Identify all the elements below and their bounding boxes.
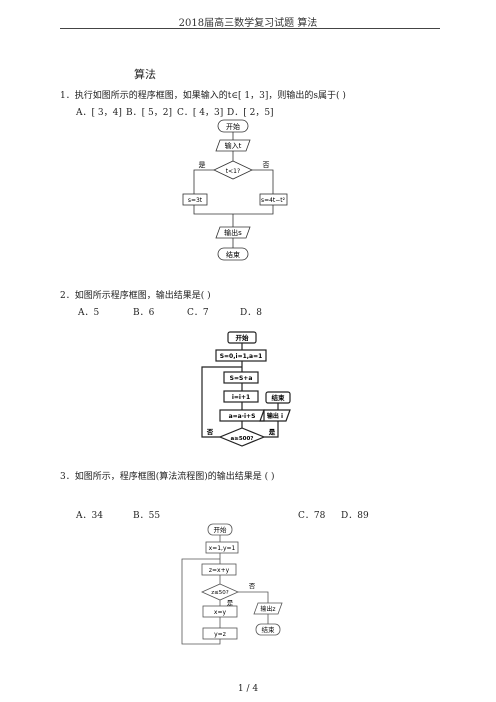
- q1-end-label: 结束: [226, 250, 240, 259]
- q3-end-node: [255, 623, 281, 636]
- q2-s2-node: [223, 390, 259, 403]
- q3-end-label: 结束: [262, 625, 276, 634]
- q1-option-d: D．[ 2，5]: [227, 108, 274, 118]
- q3-s3-label: y=z: [214, 631, 226, 638]
- q1-no-label: 否: [263, 161, 270, 169]
- q1-right-process: [259, 193, 288, 206]
- q3-option-d: D．89: [341, 511, 369, 521]
- q1-output-node: [215, 226, 251, 239]
- q2-option-b: B．6: [133, 308, 155, 318]
- q3-s2-label: x=y: [214, 609, 227, 616]
- q1-end-node: [217, 247, 249, 261]
- q2-stem: 2．如图所示程序框图，输出结果是( ): [60, 291, 211, 301]
- q3-option-b: B．55: [133, 511, 161, 521]
- q2-init-label: S=0,i=1,a=1: [220, 353, 263, 360]
- q2-option-a: A．5: [78, 308, 100, 318]
- q2-output-label: 输出 i: [267, 412, 283, 420]
- q2-end-node: [265, 391, 291, 404]
- q2-yes-label: 是: [268, 427, 276, 436]
- q3-init-label: x=1,y=1: [209, 545, 236, 552]
- q3-s1-node: [201, 563, 237, 576]
- q2-condition-node: [218, 427, 266, 447]
- q2-s3-label: a=a·i+S: [229, 413, 256, 420]
- q2-init-node: [215, 349, 267, 362]
- q2-start-label: 开始: [236, 333, 250, 342]
- page-header: 2018届高三数学复习试题 算法: [178, 18, 318, 29]
- q3-output-node: [253, 602, 283, 615]
- q2-s1-node: [223, 371, 259, 384]
- q2-no-label: 否: [206, 428, 214, 436]
- q3-s1-label: z=x+y: [209, 567, 230, 574]
- q1-input-node: [215, 139, 251, 152]
- q1-option-b: B．[ 5，2]: [126, 108, 172, 118]
- q3-output-label: 输出z: [260, 605, 275, 613]
- q1-option-c: C．[ 4，3]: [177, 108, 224, 118]
- q1-stem: 1．执行如图所示的程序框图，如果输入的t∈[ 1，3]，则输出的s属于( ): [60, 91, 346, 101]
- q1-condition-node: [213, 160, 253, 180]
- q1-start-label: 开始: [226, 122, 240, 131]
- q2-output-node: [259, 409, 291, 422]
- section-title: 算法: [134, 68, 156, 81]
- q2-cond-label: a≥500?: [231, 436, 254, 442]
- q3-flowchart: 开始 x=1,y=1 z=x+y z≤50? 是 否 x=y y=z 输出z 结…: [181, 523, 283, 645]
- q1-cond-label: t<1?: [226, 168, 240, 175]
- q2-flowchart: 开始 S=0,i=1,a=1 S=S+a i=i+1 a=a·i+S a≥500…: [201, 331, 291, 447]
- q3-cond-label: z≤50?: [211, 590, 228, 596]
- q2-s1-label: S=S+a: [230, 375, 253, 382]
- q2-end-label: 结束: [272, 393, 286, 402]
- q1-right-label: s=4t−t²: [261, 197, 286, 204]
- q3-yes-label: 是: [227, 599, 234, 607]
- header-rule: [60, 28, 440, 29]
- page-number: 1 / 4: [237, 684, 259, 694]
- q2-option-c: C．7: [187, 308, 209, 318]
- q2-s2-label: i=i+1: [232, 394, 250, 401]
- q1-option-a: A．[ 3，4]: [76, 108, 122, 118]
- q3-no-label: 否: [249, 582, 256, 590]
- q1-output-label: 输出s: [224, 228, 242, 237]
- q3-option-c: C．78: [298, 511, 326, 521]
- q2-option-d: D．8: [240, 308, 262, 318]
- q3-init-node: [205, 541, 239, 554]
- q1-left-process: [182, 193, 208, 206]
- q3-stem: 3．如图所示，程序框图(算法流程图)的输出结果是 ( ): [60, 472, 275, 482]
- q1-yes-label: 是: [199, 161, 206, 169]
- q3-option-a: A．34: [76, 511, 103, 521]
- q1-input-label: 输入t: [225, 141, 242, 150]
- q1-left-label: s=3t: [188, 197, 203, 204]
- q3-start-label: 开始: [214, 525, 228, 534]
- q1-flowchart: 开始 输入t t<1? 是 否 s=3t s=4t−t² 输出s 结束: [182, 119, 288, 261]
